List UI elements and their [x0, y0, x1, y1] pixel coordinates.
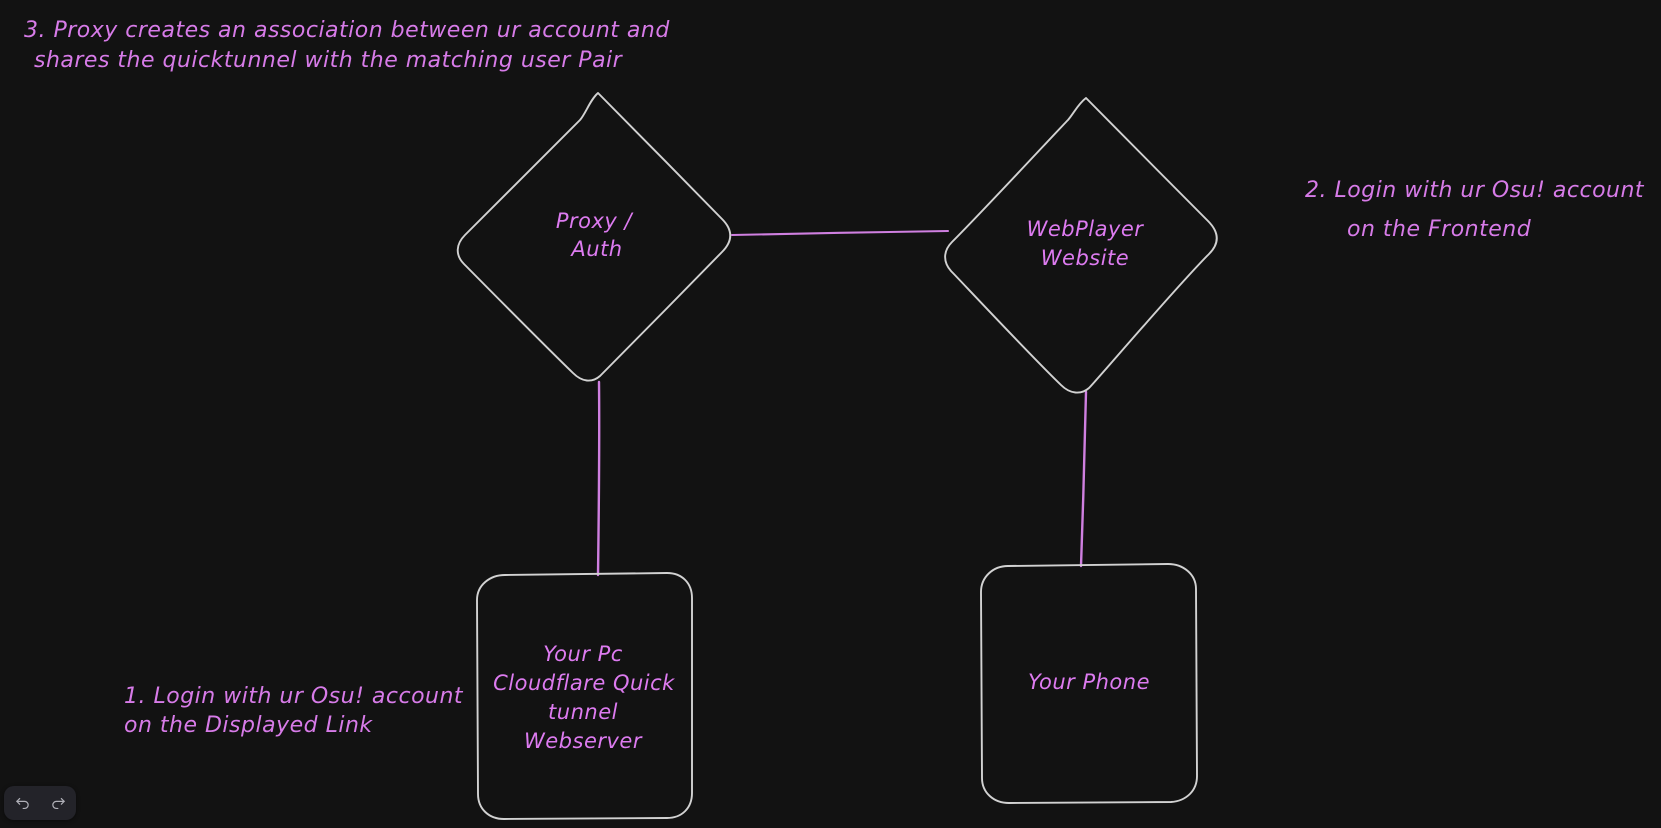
node-your-pc[interactable]: Your Pc Cloudflare Quick tunnel Webserve…: [476, 572, 693, 820]
node-webplayer-line-2: Website: [1041, 246, 1129, 270]
annotation-step-1[interactable]: 1. Login with ur Osu! account on the Dis…: [124, 684, 464, 738]
annotation-step-1-line-2: on the Displayed Link: [124, 713, 373, 738]
node-proxy-auth-line-2: Auth: [569, 237, 622, 261]
annotation-step-2[interactable]: 2. Login with ur Osu! account on the Fro…: [1305, 178, 1645, 242]
redo-arrow-icon: [51, 797, 65, 809]
annotation-step-3[interactable]: 3. Proxy creates an association between …: [24, 18, 670, 73]
history-toolbar: [4, 786, 76, 820]
node-your-pc-line-1: Your Pc: [543, 642, 623, 666]
redo-button[interactable]: [44, 789, 72, 817]
node-your-pc-line-4: Webserver: [524, 729, 643, 753]
annotation-step-1-line-1: 1. Login with ur Osu! account: [124, 684, 464, 709]
node-webplayer-line-1: WebPlayer: [1027, 217, 1145, 241]
node-proxy-auth[interactable]: Proxy / Auth: [456, 92, 732, 382]
node-your-phone[interactable]: Your Phone: [980, 563, 1198, 804]
node-proxy-auth-line-1: Proxy /: [556, 209, 634, 233]
node-your-phone-line-1: Your Phone: [1028, 670, 1150, 694]
annotation-step-2-line-1: 2. Login with ur Osu! account: [1305, 178, 1645, 203]
undo-arrow-icon: [15, 797, 29, 809]
connector-proxy-to-webplayer[interactable]: [730, 229, 950, 237]
node-your-pc-line-2: Cloudflare Quick: [493, 671, 675, 695]
annotation-step-2-line-2: on the Frontend: [1347, 217, 1532, 242]
node-webplayer-website[interactable]: WebPlayer Website: [944, 97, 1218, 394]
node-your-pc-line-3: tunnel: [548, 700, 618, 724]
annotation-step-3-line-2: shares the quicktunnel with the matching…: [34, 48, 624, 73]
connector-webplayer-to-your-phone[interactable]: [1079, 390, 1088, 568]
undo-button[interactable]: [8, 789, 36, 817]
annotation-step-3-line-1: 3. Proxy creates an association between …: [24, 18, 670, 43]
connector-proxy-to-your-pc[interactable]: [596, 380, 601, 577]
